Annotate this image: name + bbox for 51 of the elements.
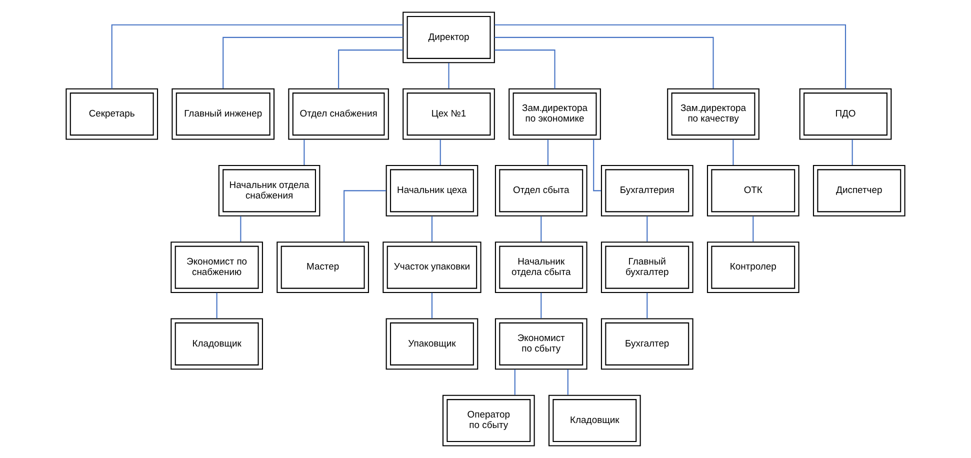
connector <box>646 216 648 242</box>
connector <box>540 292 542 318</box>
connector <box>567 369 568 395</box>
node-box: Бухгалтерия <box>600 164 694 216</box>
connector <box>344 190 386 242</box>
connector <box>494 50 556 89</box>
connector <box>732 140 734 166</box>
node-box: Упаковщик <box>386 318 478 370</box>
connector <box>338 50 403 89</box>
connector <box>240 216 242 242</box>
node-box: Секретарь <box>66 88 158 140</box>
connector <box>304 140 305 166</box>
node-box: Главный бухгалтер <box>600 242 694 294</box>
connector <box>593 140 602 192</box>
node-box: Зам.директора по качеству <box>667 88 760 140</box>
node-box: Участок упаковки <box>382 242 482 294</box>
node-box: Зам.директора по экономике <box>508 88 601 140</box>
node-box: Кладовщик <box>548 394 641 446</box>
node-box: Начальник цеха <box>386 164 478 216</box>
connector <box>431 216 432 242</box>
node-box: Экономист по сбыту <box>494 318 588 370</box>
connector <box>646 292 648 318</box>
connector <box>852 140 853 166</box>
connector <box>448 62 450 88</box>
node-box: Контролер <box>706 242 800 294</box>
node-box: Главный инженер <box>172 88 275 140</box>
connector <box>216 292 218 318</box>
node-box: Бухгалтер <box>600 318 694 370</box>
node-box: Мастер <box>276 242 369 294</box>
node-box: Отдел снабжения <box>288 88 389 140</box>
node-box: Директор <box>402 12 495 64</box>
connector <box>494 36 714 89</box>
connector <box>222 36 404 89</box>
connector <box>514 369 516 395</box>
node-box: Оператор по сбыту <box>442 394 535 446</box>
node-box: Начальник отдела сбыта <box>494 242 588 294</box>
connector <box>111 24 403 89</box>
node-box: Диспетчер <box>812 164 906 216</box>
connector <box>494 24 846 89</box>
node-box: ПДО <box>799 88 892 140</box>
connector <box>440 140 441 166</box>
node-box: Начальник отдела снабжения <box>218 164 320 216</box>
node-box: Экономист по снабжению <box>170 242 263 294</box>
connector <box>547 140 548 166</box>
connector <box>752 216 754 242</box>
node-box: Кладовщик <box>170 318 263 370</box>
connector <box>540 216 542 242</box>
node-box: Цех №1 <box>402 88 495 140</box>
connector <box>431 292 432 318</box>
node-box: Отдел сбыта <box>494 164 588 216</box>
node-box: ОТК <box>706 164 800 216</box>
